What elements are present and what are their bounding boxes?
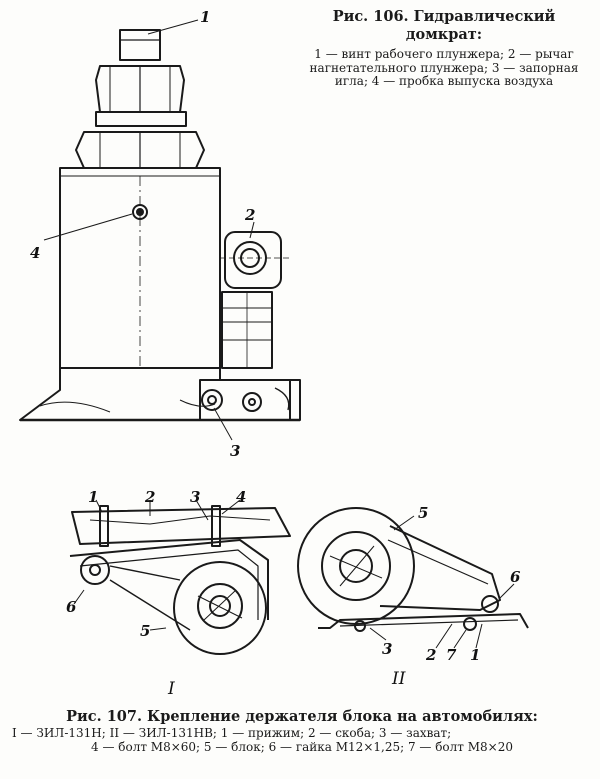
fig107-II-callout-6: 6 xyxy=(510,568,521,586)
fig107-II-callout-5: 5 xyxy=(418,504,428,522)
fig107-view-label-II: II xyxy=(391,669,406,689)
fig106-callout-2: 2 xyxy=(244,206,255,224)
fig107-II-callout-7: 7 xyxy=(446,646,457,664)
fig106-callout-4: 4 xyxy=(30,244,40,262)
figure-106-title: Рис. 106. Гидравлический домкрат: xyxy=(332,8,556,43)
fig106-callout-1: 1 xyxy=(200,8,210,26)
fig107-II-callout-2: 2 xyxy=(425,646,436,664)
fig107-I-callout-4: 4 xyxy=(236,488,246,506)
fig107-I-callout-2: 2 xyxy=(144,488,155,506)
figure-107-view-II xyxy=(297,507,529,649)
figure-107-legend-line-2: 4 — болт М8×60; 5 — блок; 6 — гайка М12×… xyxy=(91,740,513,754)
figure-107-view-I xyxy=(69,499,291,655)
figure-106-legend: 1 — винт рабочего плунжера; 2 — рычаг на… xyxy=(309,47,579,88)
fig107-II-callout-3: 3 xyxy=(382,640,392,658)
figure-107-title: Рис. 107. Крепление держателя блока на а… xyxy=(66,708,538,725)
fig106-callout-3: 3 xyxy=(230,442,240,460)
figure-107-legend: I — ЗИЛ-131Н; II — ЗИЛ-131НВ; 1 — прижим… xyxy=(12,726,592,754)
figure-106-caption: Рис. 106. Гидравлический домкрат: 1 — ви… xyxy=(296,8,592,89)
fig107-I-callout-6: 6 xyxy=(66,598,77,616)
fig107-I-callout-5: 5 xyxy=(140,622,150,640)
figure-107-legend-line-1: I — ЗИЛ-131Н; II — ЗИЛ-131НВ; 1 — прижим… xyxy=(12,726,452,740)
fig107-II-callout-1: 1 xyxy=(470,646,480,664)
fig107-I-callout-3: 3 xyxy=(190,488,200,506)
fig107-I-callout-1: 1 xyxy=(88,488,98,506)
figure-107-caption: Рис. 107. Крепление держателя блока на а… xyxy=(12,708,592,754)
fig107-view-label-I: I xyxy=(167,679,175,699)
